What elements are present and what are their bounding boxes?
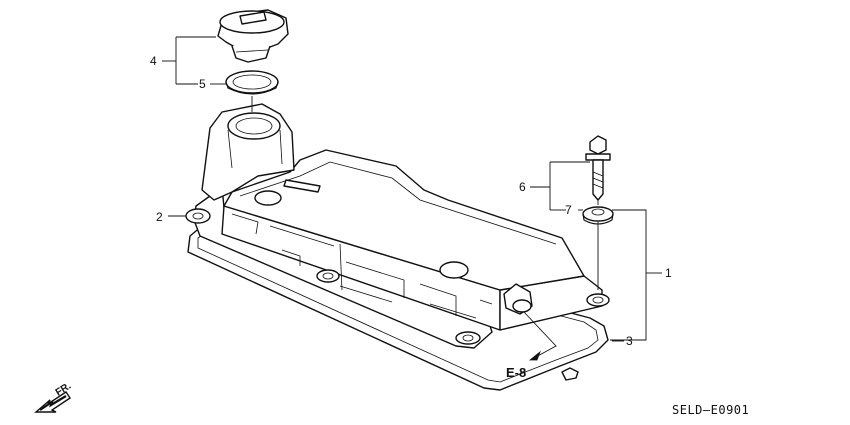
callout-4[interactable]: 4: [150, 54, 157, 68]
diagram-code: SELD—E0901: [672, 403, 749, 417]
leader-lines: [162, 36, 662, 359]
reference-arrow: [528, 350, 541, 361]
front-direction-marker: FR.: [34, 381, 74, 413]
oil-filler-cap: [217, 9, 289, 63]
callout-3[interactable]: 3: [626, 334, 633, 348]
reference-label[interactable]: E-8: [506, 365, 526, 380]
head-cover: [193, 103, 610, 349]
callout-7[interactable]: 7: [565, 203, 572, 217]
callout-6[interactable]: 6: [519, 180, 526, 194]
callout-5[interactable]: 5: [199, 77, 206, 91]
callout-1[interactable]: 1: [665, 266, 672, 280]
cap-seal: [225, 70, 279, 95]
head-cover-bolt: [585, 135, 611, 201]
front-label: FR.: [54, 381, 74, 399]
bolt-grommet: [582, 206, 614, 225]
callout-2[interactable]: 2: [156, 210, 163, 224]
sealing-washer: [185, 208, 211, 224]
